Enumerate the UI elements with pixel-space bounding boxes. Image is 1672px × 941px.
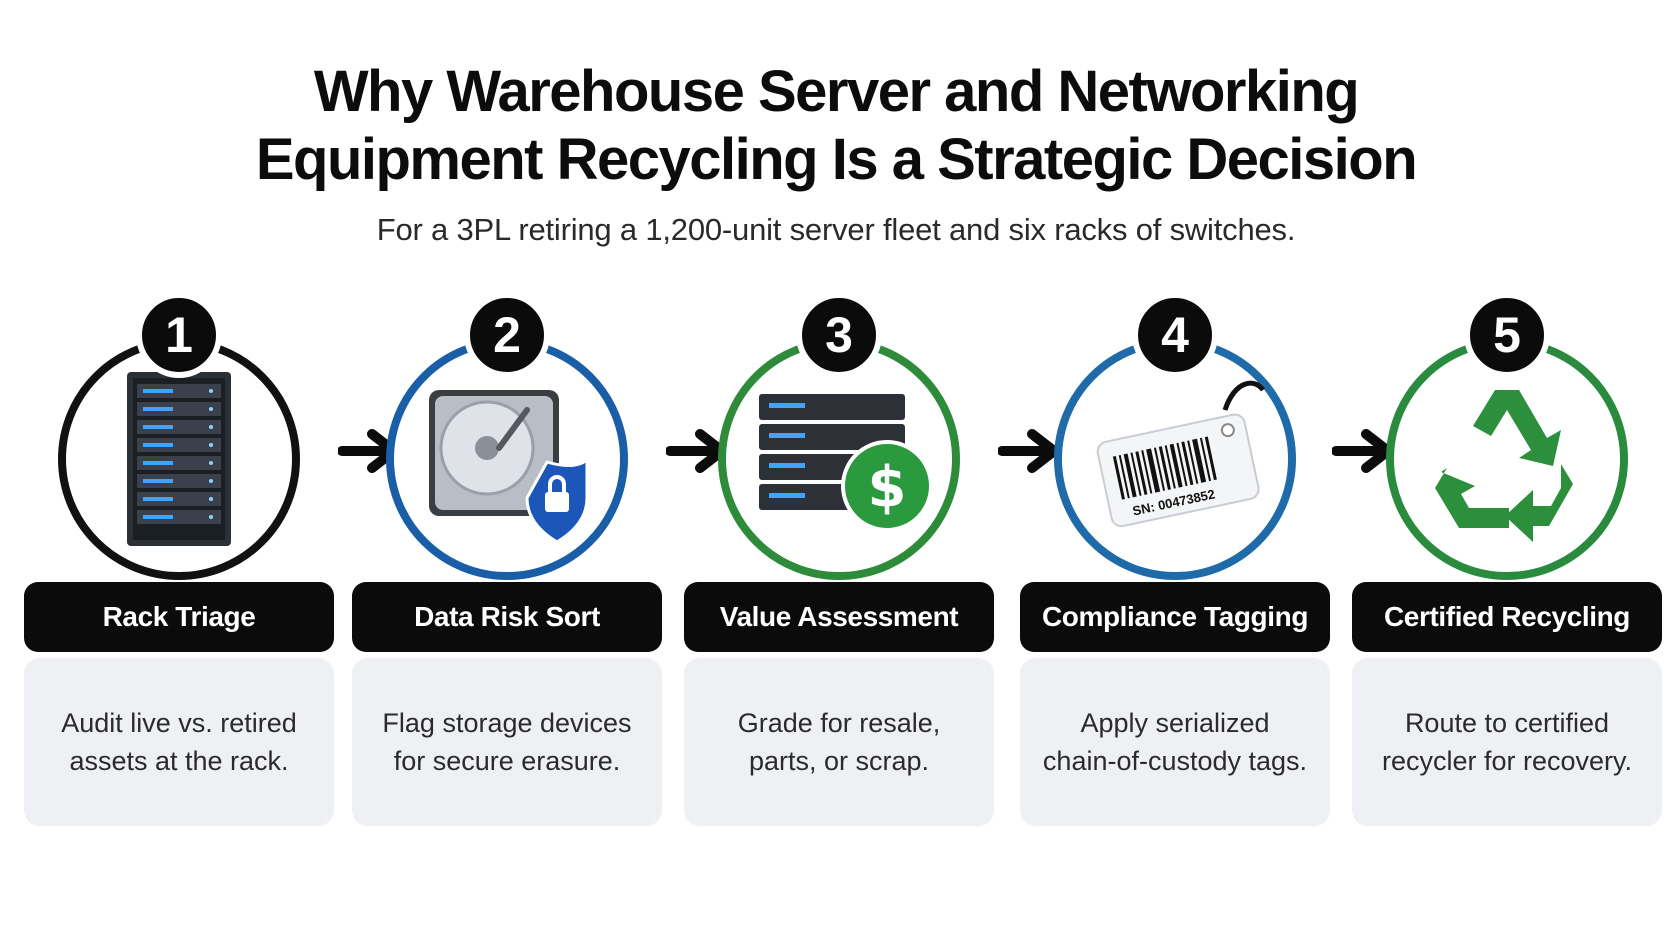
step-label: Rack Triage — [24, 582, 334, 652]
step-description: Grade for resale, parts, or scrap. — [684, 658, 994, 826]
step-number-badge: 5 — [1464, 292, 1550, 378]
hard-drive-shield-icon — [429, 390, 589, 544]
step-description: Audit live vs. retired assets at the rac… — [24, 658, 334, 826]
server-dollar-icon: $ — [759, 394, 933, 532]
page-subtitle: For a 3PL retiring a 1,200-unit server f… — [376, 212, 1296, 247]
step-number-badge: 1 — [136, 292, 222, 378]
step-number-badge: 3 — [796, 292, 882, 378]
step-description: Apply serialized chain-of-custody tags. — [1020, 658, 1330, 826]
step-number-badge: 4 — [1132, 292, 1218, 378]
step-label: Compliance Tagging — [1020, 582, 1330, 652]
page-title: Why Warehouse Server and Networking Equi… — [0, 58, 1672, 194]
step-label: Certified Recycling — [1352, 582, 1662, 652]
step-description: Flag storage devices for secure erasure. — [352, 658, 662, 826]
step-label: Value Assessment — [684, 582, 994, 652]
svg-text:$: $ — [868, 455, 907, 520]
step-ring — [1386, 338, 1628, 580]
step-5: 5 Certified Recycling Route to certified… — [1352, 0, 1662, 941]
server-rack-icon — [127, 372, 231, 546]
step-1: 1 Rack Triage Audit live vs. retired ass… — [24, 0, 334, 941]
step-2: 2 Data Risk Sort Flag storage devices fo… — [352, 0, 662, 941]
title-line-2: Equipment Recycling Is a Strategic Decis… — [255, 127, 1418, 192]
step-description: Route to certified recycler for recovery… — [1352, 658, 1662, 826]
step-3: $ 3 Value Assessment Grade for resale, p… — [684, 0, 994, 941]
recycle-icon — [1435, 390, 1573, 542]
title-line-1: Why Warehouse Server and Networking — [313, 59, 1360, 124]
step-4: SN: 00473852 4 Compliance Tagging Apply … — [1020, 0, 1330, 941]
step-label: Data Risk Sort — [352, 582, 662, 652]
step-number-badge: 2 — [464, 292, 550, 378]
barcode-tag-icon: SN: 00473852 — [1096, 380, 1266, 528]
